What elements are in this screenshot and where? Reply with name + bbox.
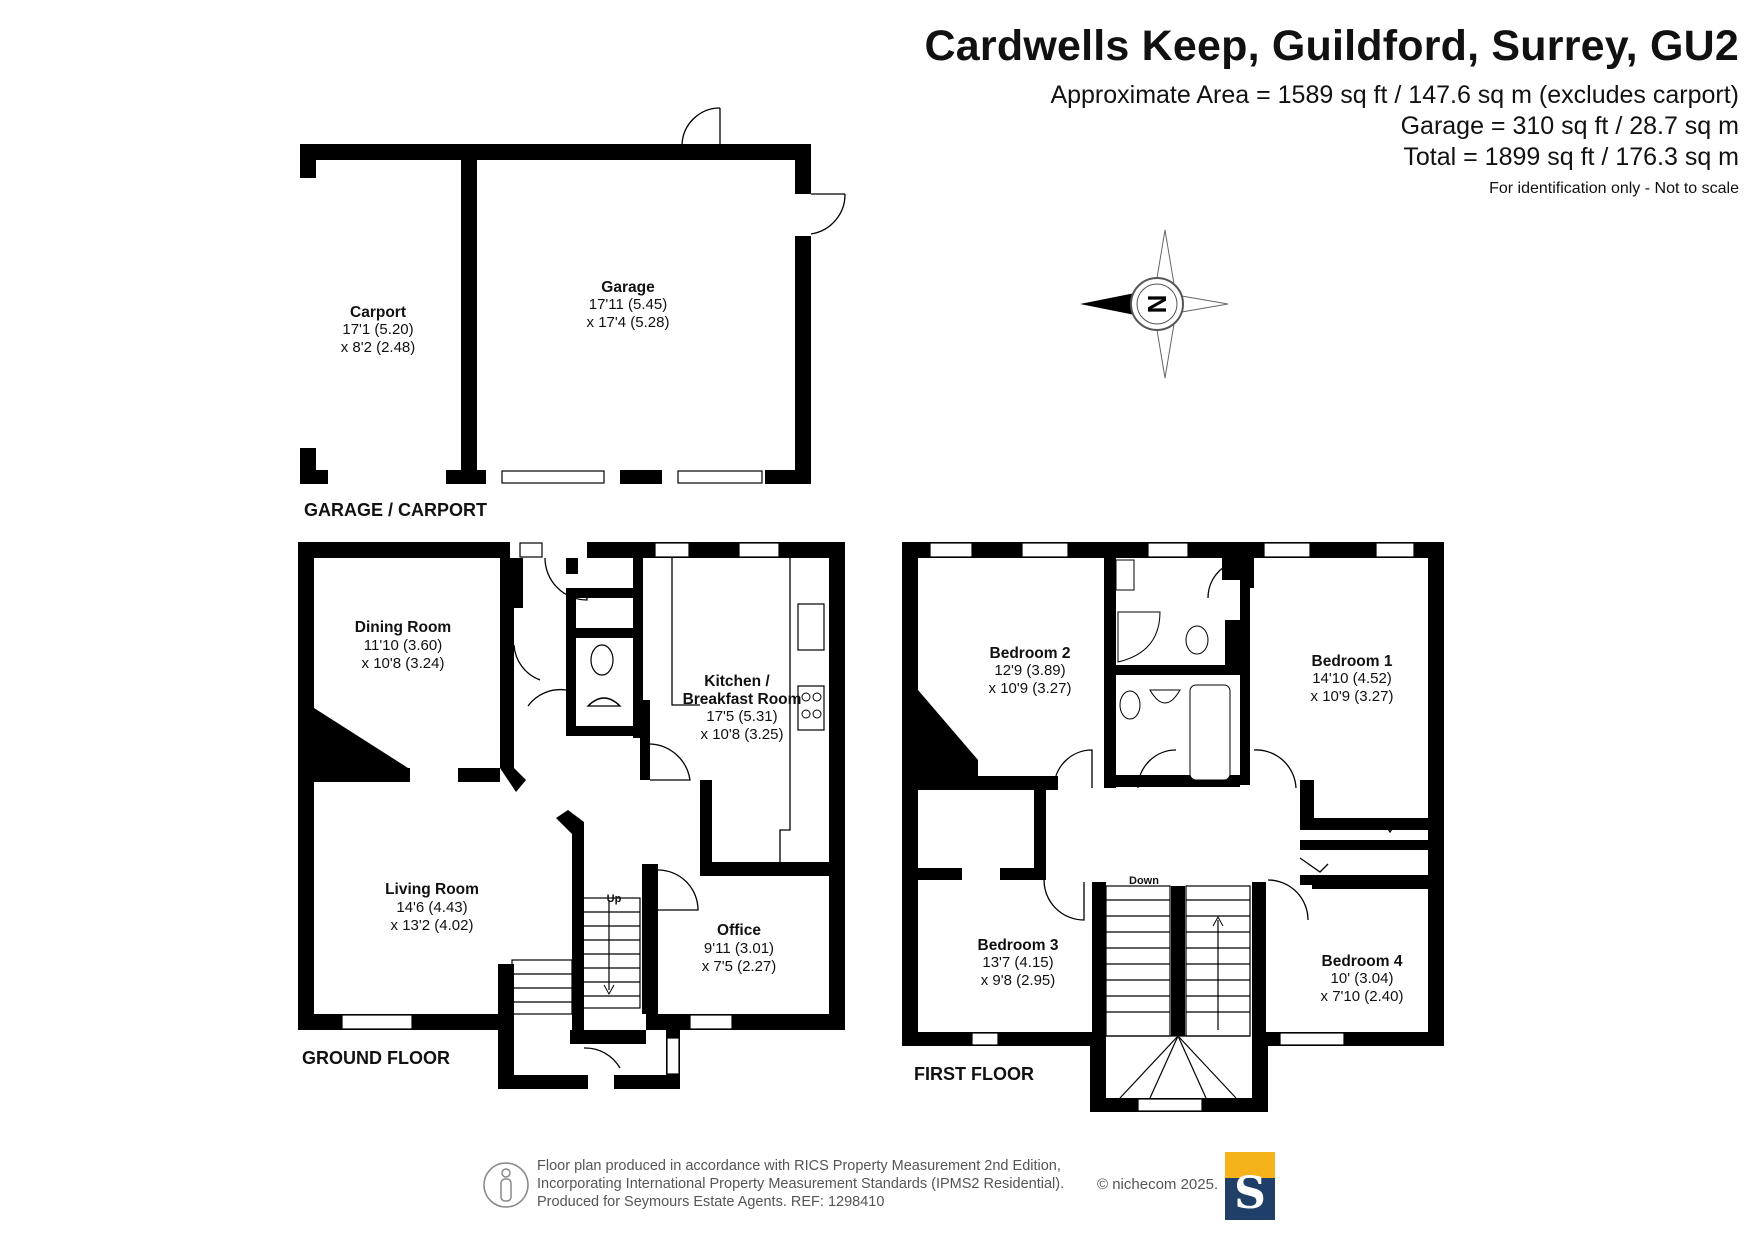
first-stairs [1105, 885, 1251, 1099]
room-name-breakfast-room: Breakfast Room [683, 691, 802, 708]
seymours-logo-icon: S [1225, 1152, 1275, 1220]
room-dim: 14'6 (4.43) [396, 899, 467, 916]
area-line: Approximate Area = 1589 sq ft / 147.6 sq… [1050, 81, 1739, 109]
room-name-bedroom-3: Bedroom 3 [978, 937, 1059, 954]
room-dim: x 9'8 (2.95) [981, 972, 1056, 989]
room-dim: x 10'9 (3.27) [1311, 688, 1394, 705]
compass-icon: N [1080, 229, 1229, 379]
garage-carport-plan [300, 107, 846, 484]
compass-letter: N [1142, 295, 1172, 314]
area-line: Total = 1899 sq ft / 176.3 sq m [1403, 143, 1739, 171]
room-dim: 14'10 (4.52) [1312, 670, 1392, 687]
floor-label-first: FIRST FLOOR [914, 1064, 1034, 1084]
garage-door-top [681, 107, 721, 146]
room-dim: 13'7 (4.15) [982, 954, 1053, 971]
room-name-office: Office [717, 922, 761, 939]
stairs-up-label: Up [607, 893, 622, 905]
ground-stairs [511, 897, 641, 1015]
room-dim: x 7'5 (2.27) [702, 958, 777, 975]
disclaimer-note: For identification only - Not to scale [1489, 180, 1739, 197]
room-name-bedroom-1: Bedroom 1 [1312, 653, 1393, 670]
room-dim: 17'5 (5.31) [706, 708, 777, 725]
room-dim: x 10'9 (3.27) [989, 680, 1072, 697]
room-dim: 9'11 (3.01) [704, 940, 774, 957]
first-floor-plan [902, 542, 1444, 1112]
room-dim: 17'1 (5.20) [342, 321, 413, 338]
footer-line: Incorporating International Property Mea… [537, 1176, 1065, 1192]
room-name-dining-room: Dining Room [355, 619, 451, 636]
room-dim: x 8'2 (2.48) [341, 339, 416, 356]
room-dim: x 10'8 (3.24) [362, 655, 445, 672]
logo-letter: S [1234, 1168, 1266, 1219]
room-name-bedroom-2: Bedroom 2 [990, 645, 1071, 662]
floor-label-ground: GROUND FLOOR [302, 1048, 450, 1068]
garage-door-side [810, 193, 846, 235]
room-dim: 11'10 (3.60) [364, 637, 442, 654]
room-name-carport: Carport [350, 304, 406, 321]
page-title: Cardwells Keep, Guildford, Surrey, GU2 [924, 22, 1739, 70]
stairs-down-label: Down [1129, 875, 1159, 887]
room-dim: 10' (3.04) [1331, 970, 1394, 987]
floor-label-garage: GARAGE / CARPORT [304, 500, 487, 520]
room-dim: x 7'10 (2.40) [1321, 988, 1404, 1005]
footer-line: Produced for Seymours Estate Agents. REF… [537, 1194, 885, 1210]
room-dim: x 10'8 (3.25) [701, 726, 784, 743]
room-name-bedroom-4: Bedroom 4 [1322, 953, 1403, 970]
room-dim: x 17'4 (5.28) [587, 314, 670, 331]
copyright: © nichecom 2025. [1097, 1176, 1219, 1193]
rics-person-icon [483, 1162, 529, 1208]
room-name-living-room: Living Room [385, 881, 479, 898]
room-name-garage: Garage [601, 279, 655, 296]
area-line: Garage = 310 sq ft / 28.7 sq m [1400, 112, 1739, 140]
footer-line: Floor plan produced in accordance with R… [537, 1158, 1061, 1174]
room-name-kitchen: Kitchen / [704, 673, 770, 690]
room-dim: x 13'2 (4.02) [391, 917, 474, 934]
room-dim: 12'9 (3.89) [994, 662, 1065, 679]
room-dim: 17'11 (5.45) [589, 296, 667, 313]
ground-floor-plan [298, 542, 845, 1089]
